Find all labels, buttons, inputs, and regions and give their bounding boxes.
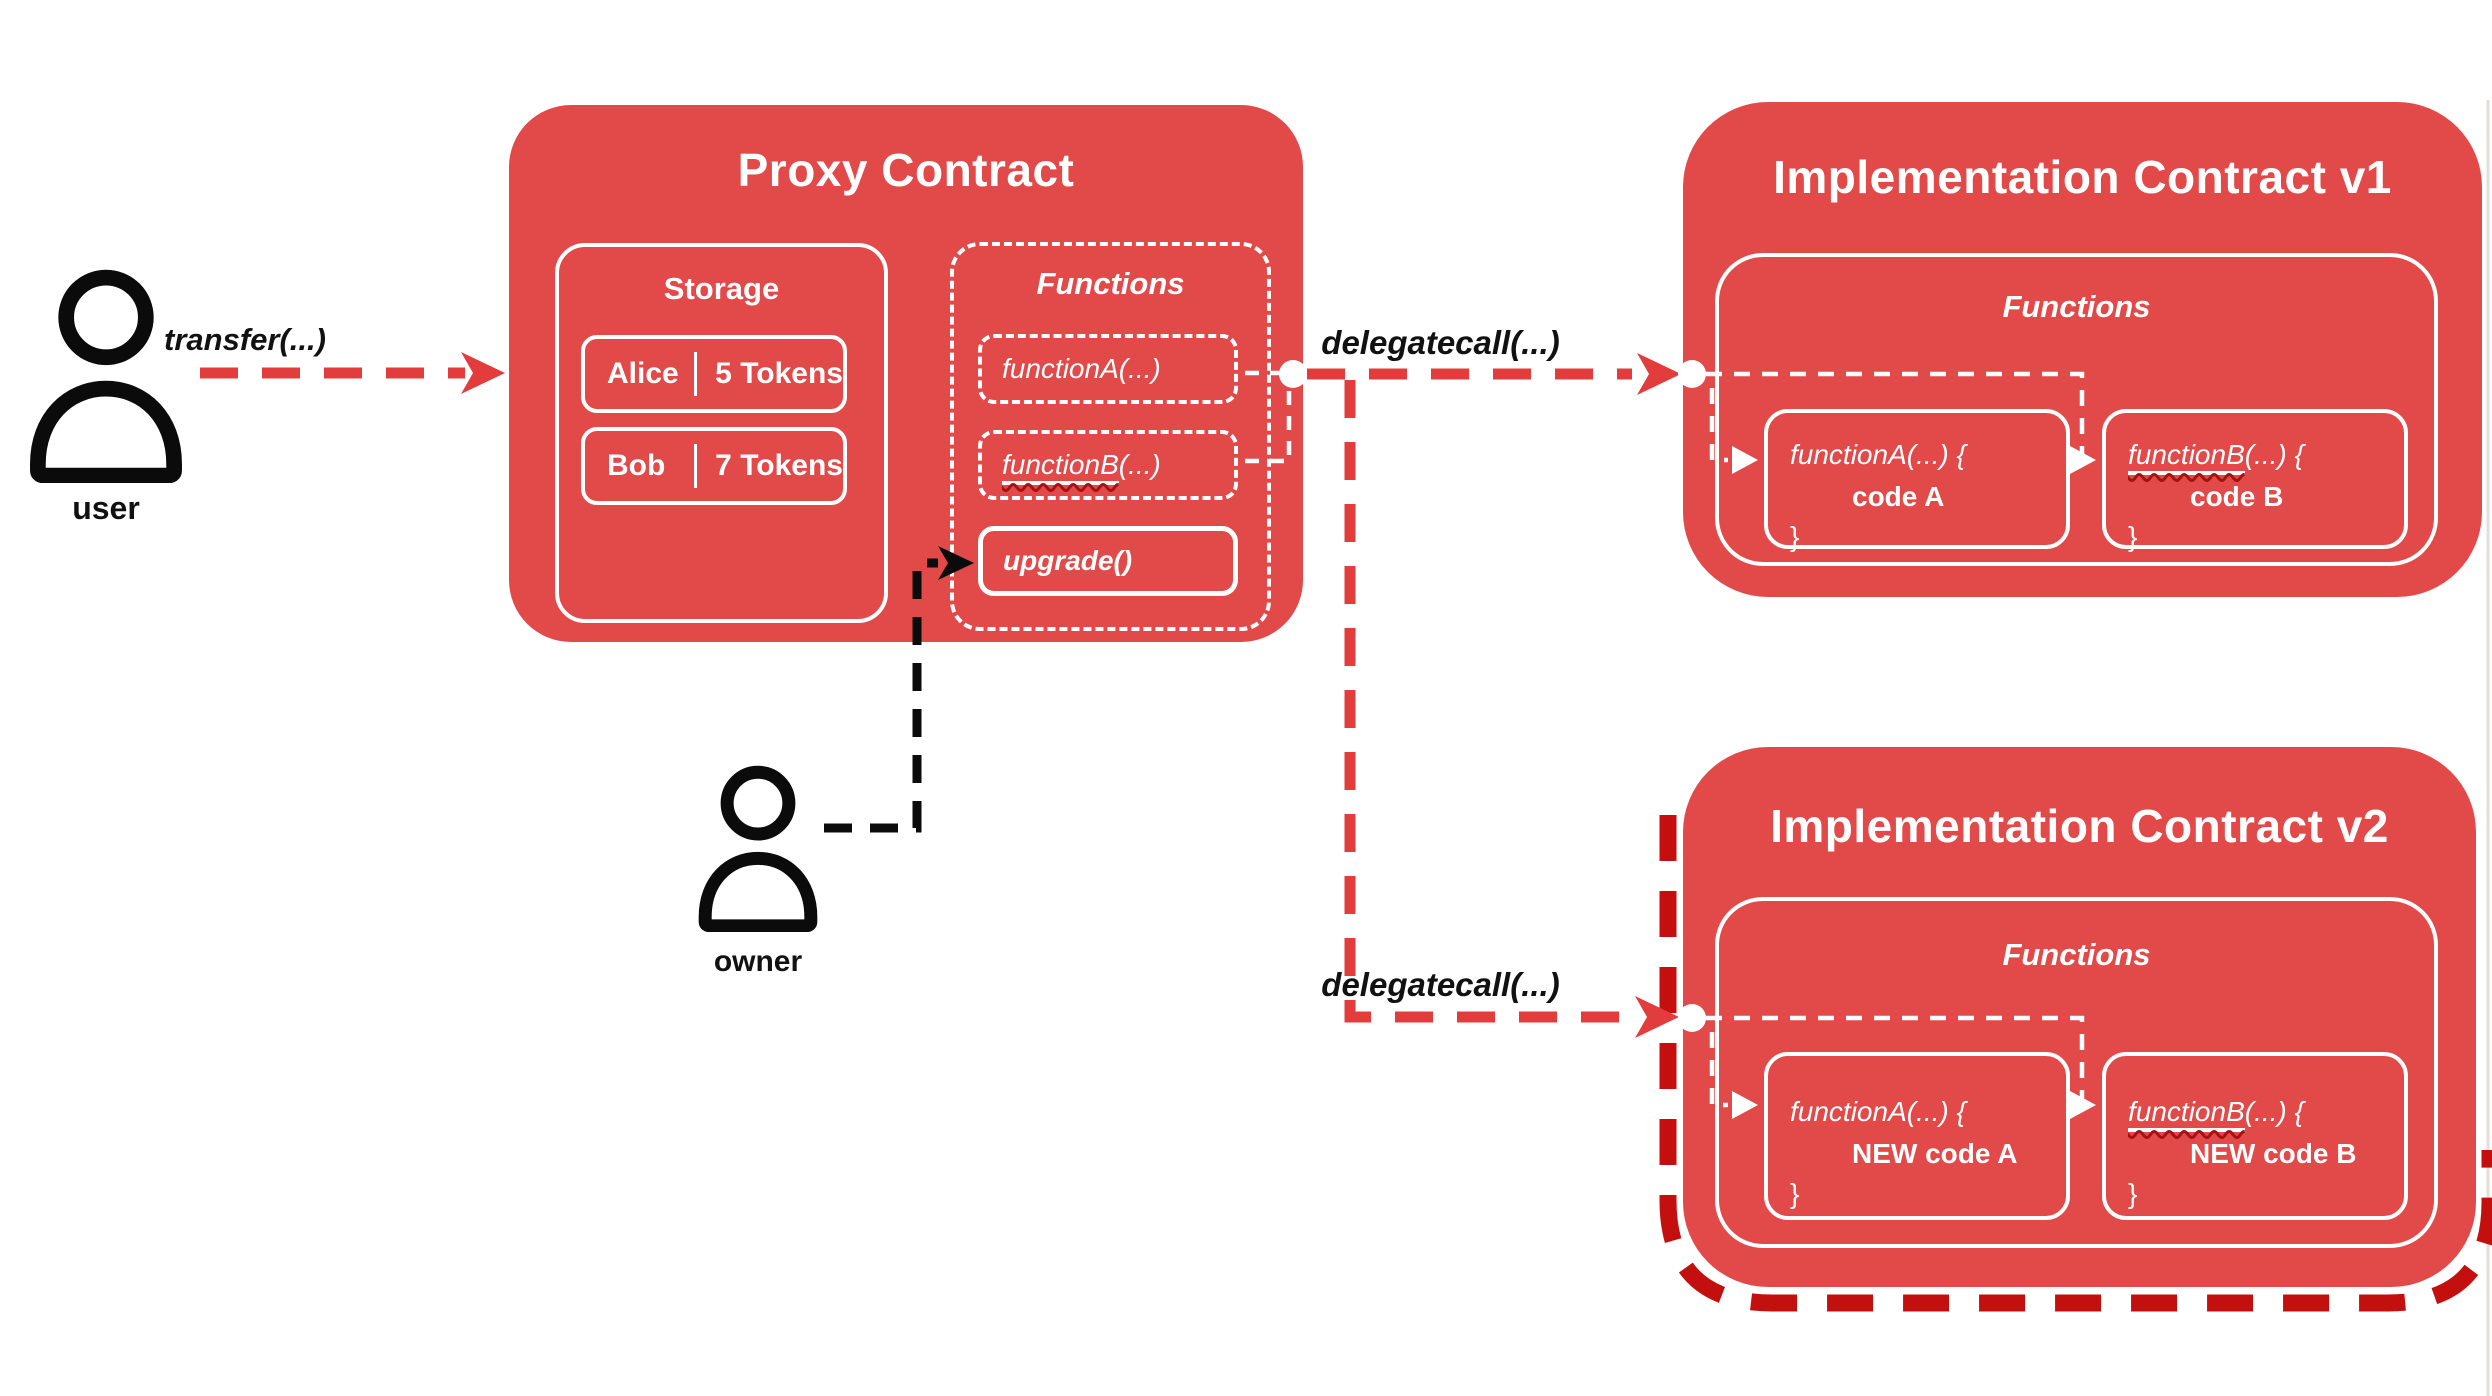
v2-codeA: NEW code A bbox=[1852, 1138, 2018, 1169]
delegatecall-v1-label: delegatecall(...) bbox=[1321, 324, 1560, 361]
implementation-v1-box: Implementation Contract v1 Functions fun… bbox=[1683, 102, 2482, 597]
functionB-label: functionB bbox=[1002, 449, 1119, 485]
v1-codeA: code A bbox=[1852, 481, 1945, 512]
proxy-functions-title: Functions bbox=[1036, 266, 1185, 301]
delegatecall-v2-label: delegatecall(...) bbox=[1321, 966, 1560, 1003]
proxy-contract-title: Proxy Contract bbox=[737, 144, 1075, 196]
proxy-upgrade-box: upgrade() bbox=[978, 526, 1238, 596]
storage-row-bob: Bob 7 Tokens bbox=[581, 427, 847, 505]
implementation-v1-title: Implementation Contract v1 bbox=[1773, 151, 2392, 203]
owner-label: owner bbox=[713, 945, 803, 978]
user-icon bbox=[30, 269, 182, 483]
functionA-label: functionA bbox=[1002, 353, 1119, 384]
storage-box: Storage Alice 5 Tokens Bob 7 Tokens bbox=[555, 243, 888, 623]
delegatecall-v2-line bbox=[1344, 380, 1630, 1023]
owner-icon bbox=[698, 765, 818, 932]
delegatecall-v1-arrowhead bbox=[1637, 353, 1681, 395]
proxy-contract-box: Proxy Contract Storage Alice 5 Tokens Bo… bbox=[509, 105, 1303, 642]
v2-functions-box: Functions functionA(...) { NEW code A } … bbox=[1715, 897, 2438, 1248]
storage-row-divider bbox=[693, 444, 698, 488]
transfer-call-label: transfer(...) bbox=[164, 322, 326, 357]
v2-functionA-box: functionA(...) { NEW code A } bbox=[1764, 1052, 2070, 1220]
upgrade-label: upgrade bbox=[1003, 545, 1114, 576]
storage-row-value: 5 Tokens bbox=[715, 357, 843, 390]
v2-functions-title: Functions bbox=[2002, 937, 2151, 972]
proxy-functionA-box: functionA(...) bbox=[978, 334, 1238, 404]
proxy-functionB-box: functionB(...) bbox=[978, 430, 1238, 500]
storage-row-name: Bob bbox=[607, 449, 666, 482]
implementation-v2-title: Implementation Contract v2 bbox=[1770, 800, 2389, 852]
storage-row-name: Alice bbox=[607, 357, 679, 390]
storage-row-value: 7 Tokens bbox=[715, 449, 843, 482]
v1-functionA-box: functionA(...) { code A } bbox=[1764, 409, 2070, 552]
storage-row-alice: Alice 5 Tokens bbox=[581, 335, 847, 413]
user-label: user bbox=[72, 490, 140, 526]
implementation-v2-box: Implementation Contract v2 Functions fun… bbox=[1683, 747, 2476, 1287]
delegatecall-v2-arrowhead bbox=[1635, 996, 1679, 1038]
storage-title: Storage bbox=[663, 271, 780, 306]
v1-codeB: code B bbox=[2190, 481, 2284, 512]
storage-row-divider bbox=[693, 352, 698, 396]
v1-functions-box: Functions functionA(...) { code A } func… bbox=[1715, 253, 2438, 566]
transfer-arrowhead bbox=[461, 352, 505, 394]
v1-functions-title: Functions bbox=[2002, 289, 2151, 324]
proxy-functions-box: Functions functionA(...) functionB(...) … bbox=[950, 242, 1271, 631]
v2-codeB: NEW code B bbox=[2190, 1138, 2357, 1169]
v2-functionB-box: functionB(...) { NEW code B } bbox=[2102, 1052, 2408, 1220]
v1-functionB-box: functionB(...) { code B } bbox=[2102, 409, 2408, 552]
